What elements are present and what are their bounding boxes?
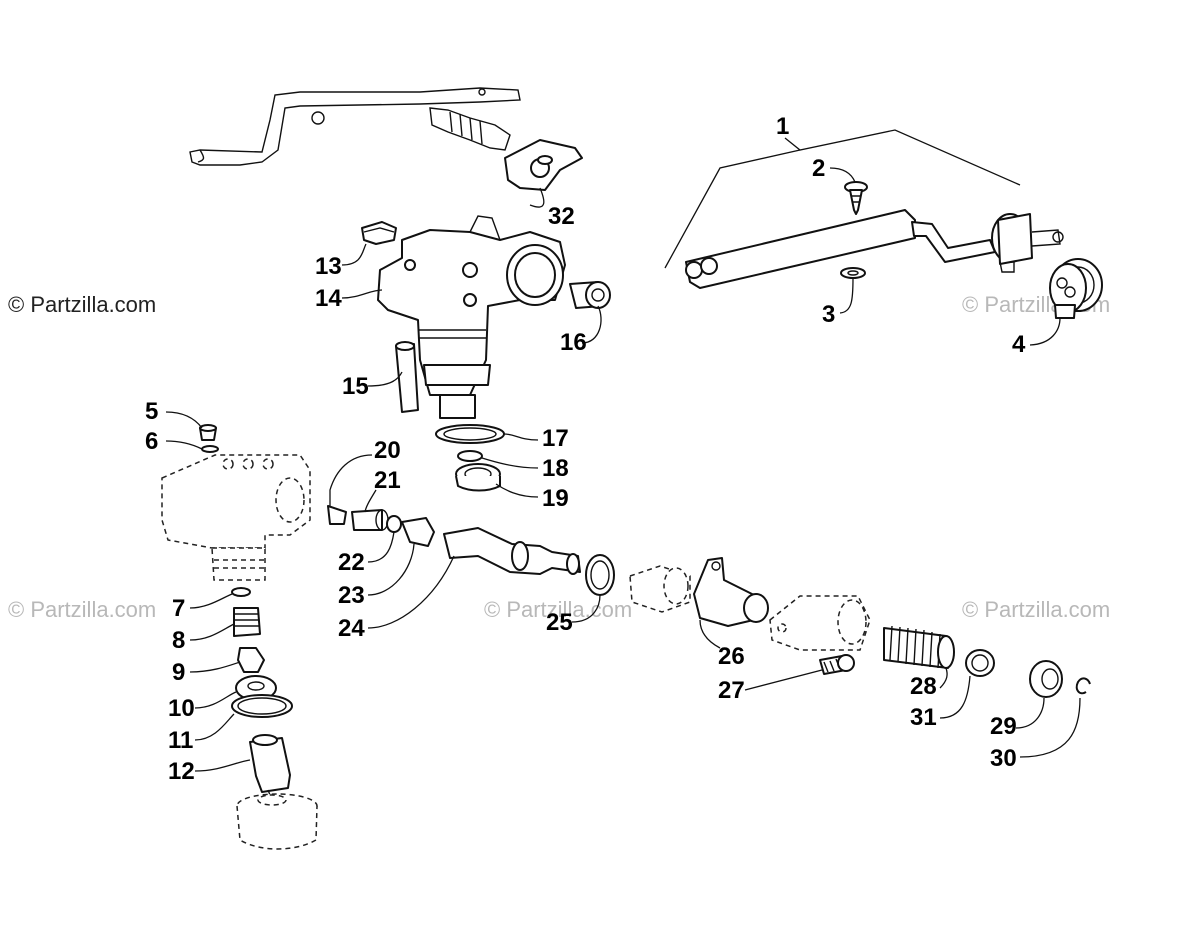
callout-22: 22 (338, 549, 365, 576)
callout-7: 7 (172, 595, 185, 622)
callout-10: 10 (168, 695, 195, 722)
callout-12: 12 (168, 758, 195, 785)
leader-lines (165, 129, 1081, 772)
ghost-cup (236, 793, 318, 850)
callout-30: 30 (990, 745, 1017, 772)
callout-26: 26 (718, 643, 745, 670)
callout-28: 28 (910, 673, 937, 700)
part-3-washer (840, 267, 866, 279)
part-29-collar (1029, 660, 1063, 698)
callout-24: 24 (338, 615, 365, 642)
parts-7-12-nozzle-stack (231, 587, 293, 801)
callout-4: 4 (1012, 331, 1026, 358)
callout-17: 17 (542, 425, 569, 452)
part-25-o-ring (585, 554, 615, 596)
parts-17-18-19-washers (435, 424, 505, 492)
callout-9: 9 (172, 659, 185, 686)
part-26-tappet (693, 557, 769, 627)
callout-29: 29 (990, 713, 1017, 740)
callout-20: 20 (374, 437, 401, 464)
callout-16: 16 (560, 329, 587, 356)
ghost-injection-block (161, 454, 311, 581)
part-2-screw (844, 181, 868, 215)
part-14-pump-body (377, 215, 566, 419)
part-4-regulator-cap (1049, 258, 1103, 319)
callout-32: 32 (548, 203, 575, 230)
part-1-fuel-rail (685, 209, 1064, 289)
ghost-sleeve (629, 565, 691, 613)
callout-21: 21 (374, 467, 401, 494)
callout-25: 25 (546, 609, 573, 636)
callout-2: 2 (812, 155, 825, 182)
part-13-nut (361, 221, 397, 245)
watermark-center: © Partzilla.com (484, 597, 632, 622)
callout-5: 5 (145, 398, 158, 425)
callout-labels: 1 2 3 4 5 6 7 8 9 10 11 12 13 14 15 16 1… (145, 113, 1026, 785)
callout-8: 8 (172, 627, 185, 654)
callout-19: 19 (542, 485, 569, 512)
callout-14: 14 (315, 285, 342, 312)
watermark-left: © Partzilla.com (8, 292, 156, 317)
part-30-circlip (1075, 677, 1091, 695)
callout-23: 23 (338, 582, 365, 609)
callout-3: 3 (822, 301, 835, 328)
throttle-lever-assembly (189, 87, 521, 166)
callout-18: 18 (542, 455, 569, 482)
part-15-pin (395, 341, 419, 413)
callout-11: 11 (168, 727, 193, 754)
parts-20-24-delivery-valve (327, 505, 581, 575)
part-27-bolt (819, 654, 855, 675)
watermark-left-mid: © Partzilla.com (8, 597, 156, 622)
callout-15: 15 (342, 373, 369, 400)
callout-31: 31 (910, 704, 937, 731)
ghost-guide (769, 595, 871, 651)
part-28-spring (883, 625, 955, 669)
callout-13: 13 (315, 253, 342, 280)
callout-1: 1 (776, 113, 789, 140)
parts-5-6-bleed-screw (199, 424, 219, 453)
watermark-right-mid: © Partzilla.com (962, 597, 1110, 622)
callout-6: 6 (145, 428, 158, 455)
part-16-plug (569, 281, 611, 309)
part-31-spring-seat (965, 649, 995, 677)
part-32-bracket (504, 139, 583, 191)
callout-27: 27 (718, 677, 745, 704)
